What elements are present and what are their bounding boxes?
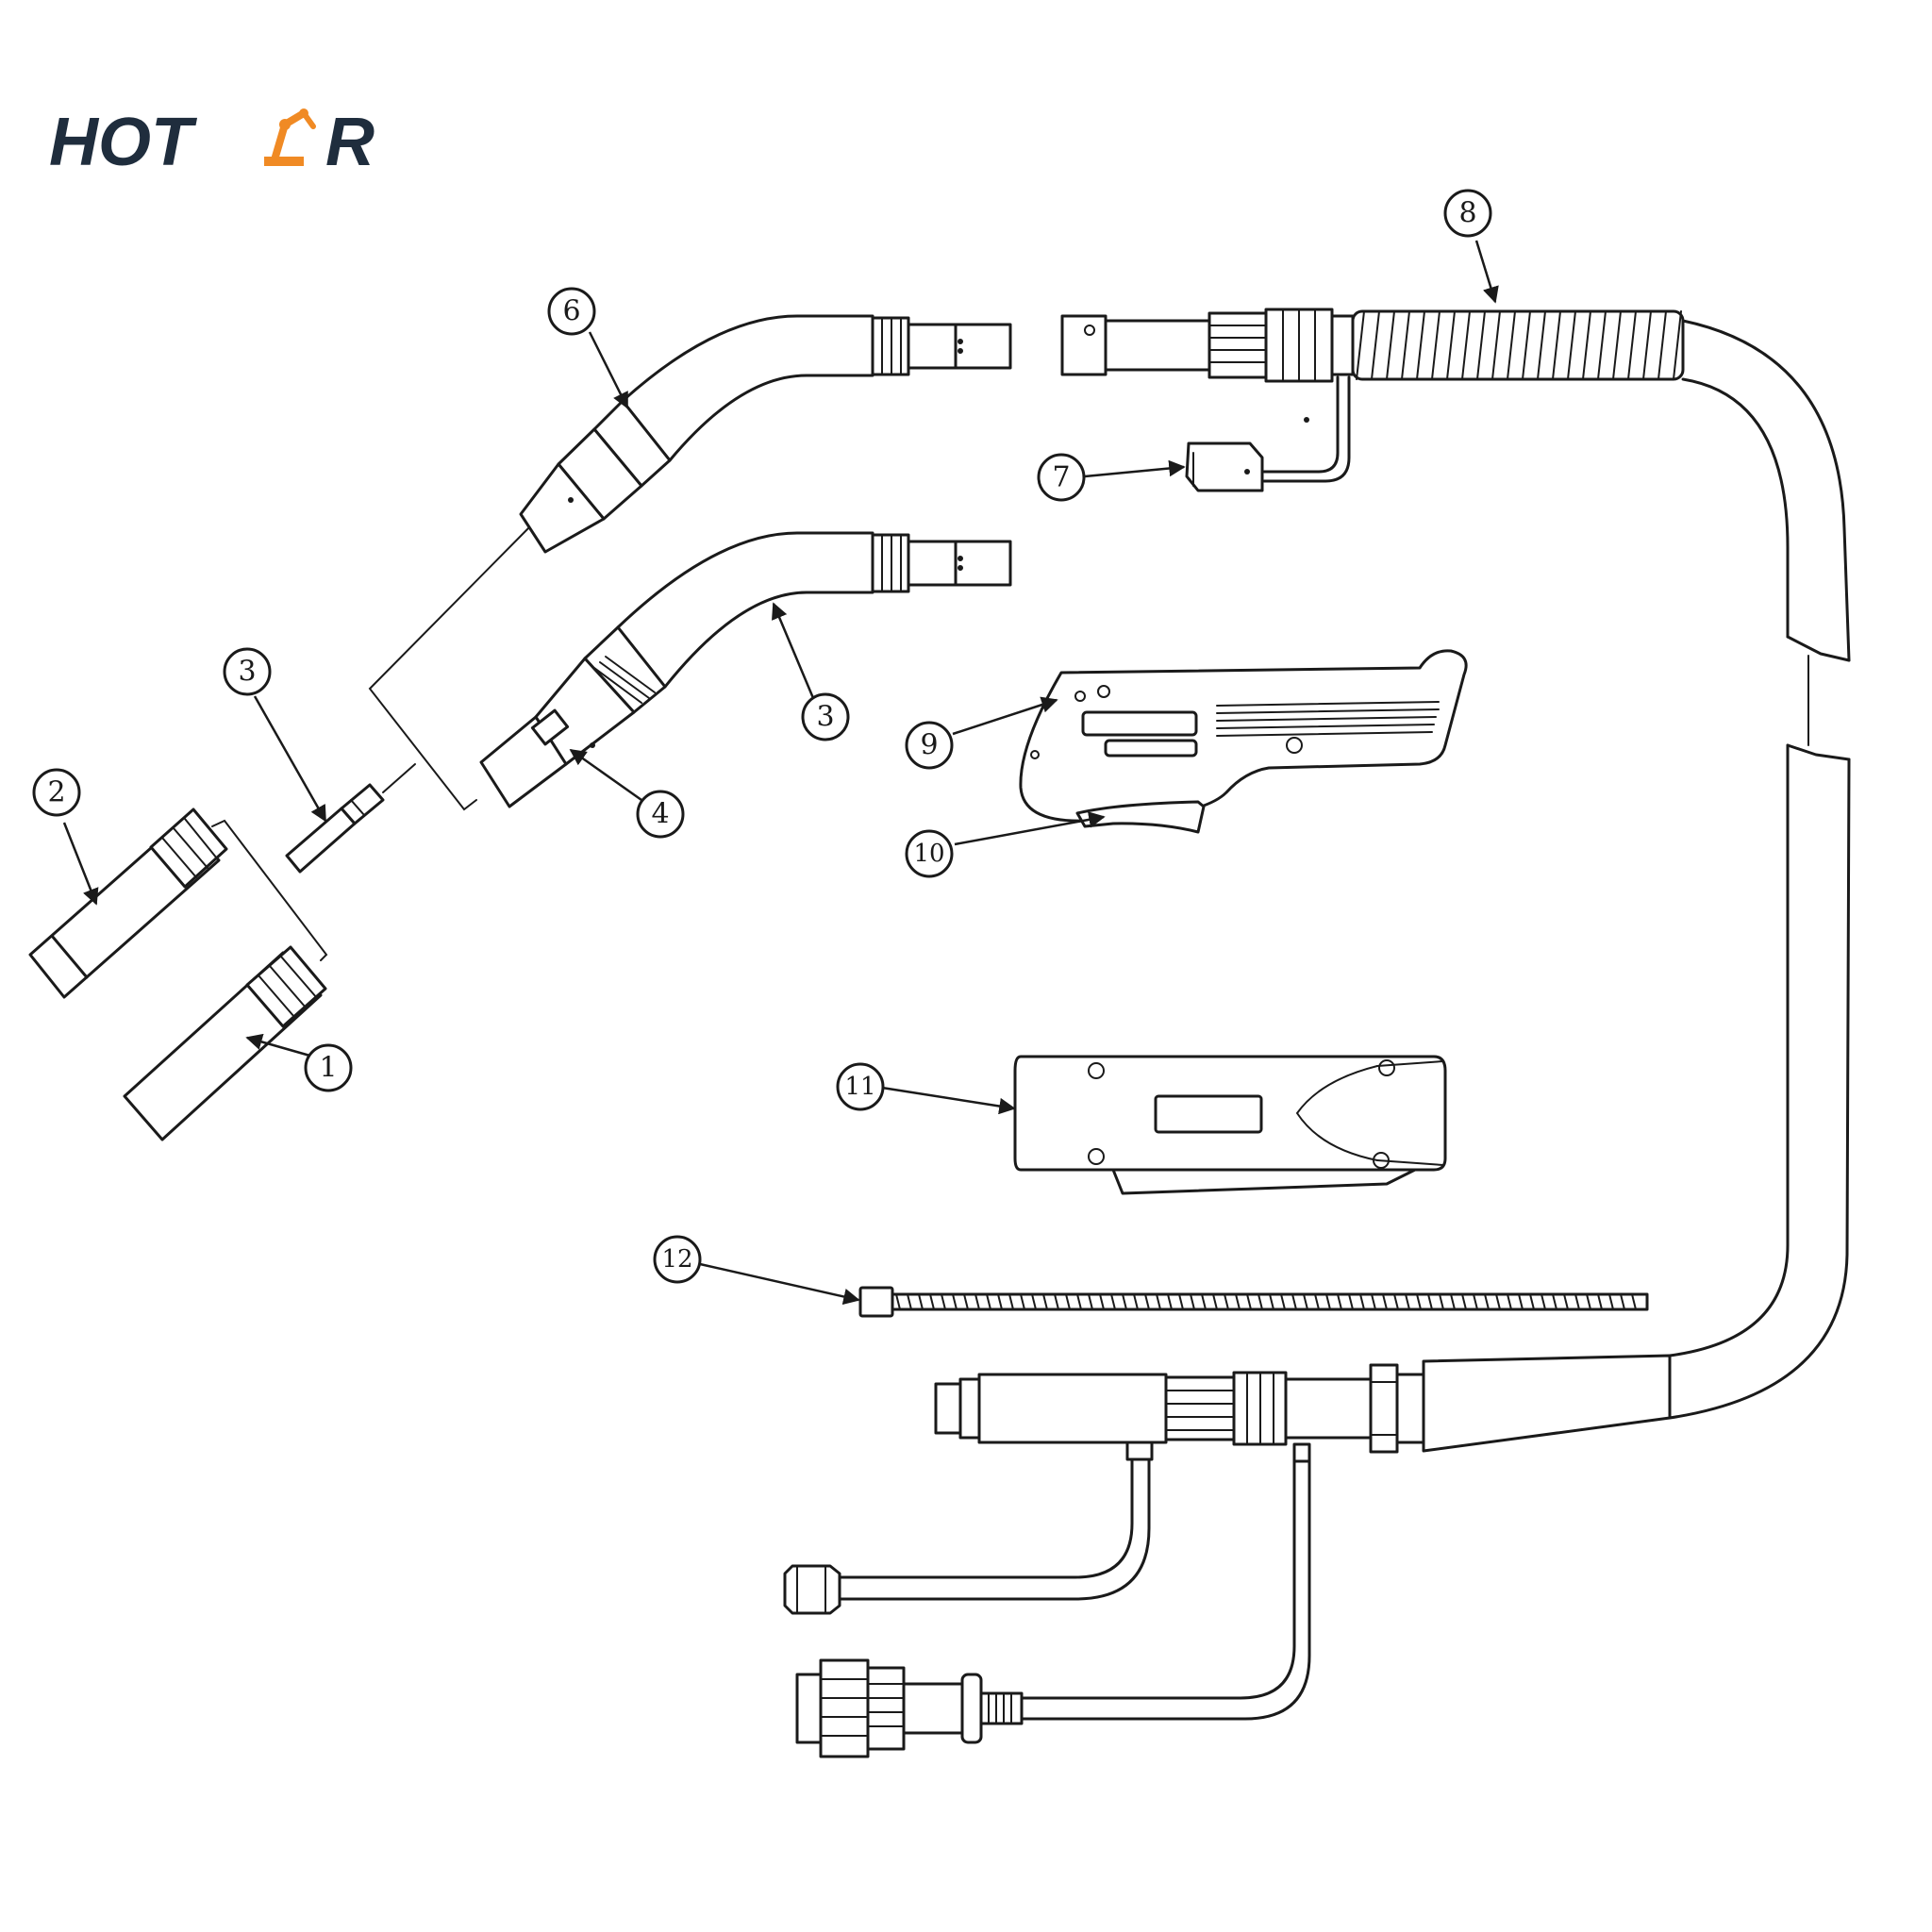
callout-label: 2: [47, 776, 65, 809]
part-nozzle-1: [123, 945, 327, 1141]
callout-label: 12: [661, 1245, 692, 1274]
callout-3-gooseneck: 3: [801, 692, 850, 741]
callout-3-contact-tip: 3: [223, 647, 272, 696]
part-cable: [1668, 319, 1851, 1420]
callout-label: 11: [844, 1073, 875, 1101]
callout-label: 1: [319, 1052, 337, 1085]
callout-label: 9: [920, 729, 938, 762]
brand-logo: HOT R: [49, 105, 375, 180]
callout-10: 10: [905, 829, 954, 878]
part-contact-tip: [285, 763, 416, 874]
callout-label: 7: [1052, 461, 1070, 494]
callout-label: 4: [651, 798, 669, 831]
part-handle-11: [1013, 1055, 1447, 1195]
logo-text-left: HOT: [49, 105, 198, 180]
part-gooseneck-6: [519, 314, 1012, 554]
part-nozzle-2: [28, 808, 228, 999]
callout-4: 4: [636, 790, 685, 839]
callout-label: 8: [1458, 197, 1476, 230]
callout-label: 6: [562, 295, 580, 328]
assembly-bracket-1-2: [211, 819, 328, 961]
part-liner-12: [858, 1286, 1649, 1318]
assembly-bracket-necks: [368, 525, 531, 811]
callout-label: 10: [913, 840, 944, 868]
part-handle-9: [1019, 649, 1468, 823]
part-gooseneck-3: [479, 531, 1012, 808]
callout-6: 6: [547, 287, 596, 336]
callout-1: 1: [304, 1043, 353, 1092]
callout-8: 8: [1443, 189, 1492, 238]
callout-2: 2: [32, 768, 81, 817]
leader-lines: [62, 240, 1499, 1306]
part-rear-connector: [783, 1354, 1672, 1758]
part-trigger-10: [1075, 800, 1206, 834]
logo-text-right: R: [325, 105, 375, 180]
callout-11: 11: [836, 1062, 885, 1111]
part-switch-7: [1185, 441, 1264, 492]
robot-arm-icon: [264, 108, 316, 166]
part-spring-8: [1351, 309, 1685, 381]
callout-label: 3: [816, 701, 834, 734]
part-handle-connector: [1060, 308, 1355, 483]
callout-7: 7: [1037, 453, 1086, 502]
callout-9: 9: [905, 721, 954, 770]
callout-12: 12: [653, 1235, 702, 1284]
callout-label: 3: [238, 656, 256, 689]
